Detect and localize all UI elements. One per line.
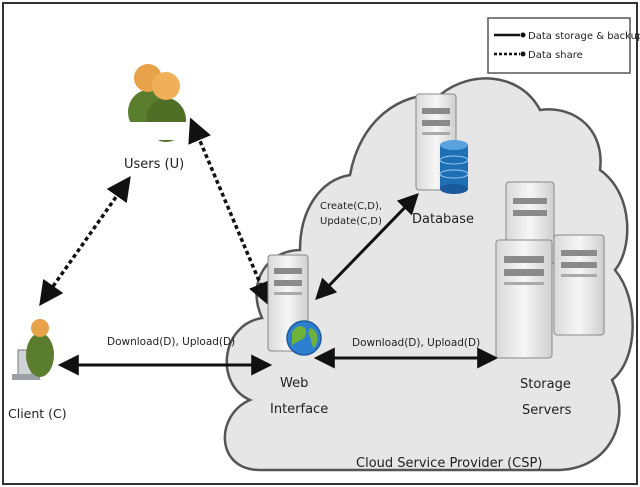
edge-users-web [188, 117, 272, 307]
legend-dotted-label: Data share [528, 50, 583, 61]
web-interface-label-1: Web [280, 376, 308, 391]
storage-label-1: Storage [520, 377, 571, 392]
storage-servers-icon [495, 181, 605, 359]
edge-web-database [315, 192, 419, 301]
legend: Data storage & backup Data share [487, 17, 640, 74]
users-icon [128, 64, 186, 142]
edge-web-storage-label: Download(D), Upload(D) [352, 337, 480, 349]
edge-web-db-label-2: Update(C,D) [320, 216, 382, 227]
client-icon [12, 319, 54, 380]
edge-users-client [39, 175, 131, 307]
storage-label-2: Servers [522, 403, 572, 418]
edge-web-db-label-1: Create(C,D), [320, 201, 382, 212]
client-label: Client (C) [8, 406, 67, 421]
database-cylinder-icon [439, 140, 469, 194]
database-label: Database [412, 212, 474, 227]
legend-solid-label: Data storage & backup [528, 31, 640, 42]
cloud-label: Cloud Service Provider (CSP) [356, 456, 542, 471]
globe-icon [286, 320, 322, 356]
edge-client-web-label: Download(D), Upload(D) [107, 336, 235, 348]
users-label: Users (U) [124, 157, 184, 172]
web-interface-label-2: Interface [270, 402, 328, 417]
